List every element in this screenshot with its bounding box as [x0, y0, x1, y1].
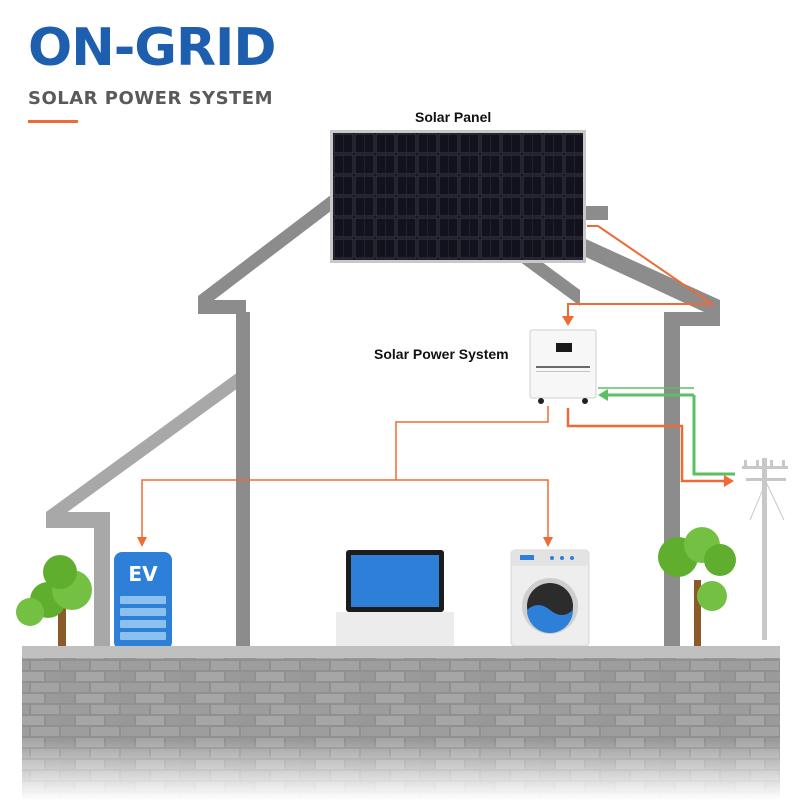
- page-title: ON-GRID: [28, 18, 277, 78]
- ev-charger-icon: [114, 552, 172, 650]
- solar-panel-label: Solar Panel: [415, 109, 492, 125]
- tree-icon: [658, 527, 736, 650]
- solar-panel-icon: [330, 130, 586, 263]
- inverter-to-grid-arrow: [566, 408, 734, 487]
- page-subtitle: SOLAR POWER SYSTEM: [28, 88, 274, 109]
- washing-machine-icon: [510, 549, 590, 647]
- distribution-arrows: [137, 406, 553, 547]
- laptop-icon: [336, 550, 454, 652]
- title-underline: [28, 120, 78, 123]
- grid-feed-arrow: [598, 387, 735, 476]
- tree-icon: [16, 555, 92, 650]
- solar-to-inverter-arrow: [562, 225, 716, 326]
- solar-power-system-label: Solar Power System: [374, 346, 509, 362]
- power-pole-icon: [742, 458, 788, 640]
- inverter-icon: [529, 329, 597, 404]
- ground-wall: [22, 646, 780, 800]
- ev-label: EV: [128, 562, 158, 586]
